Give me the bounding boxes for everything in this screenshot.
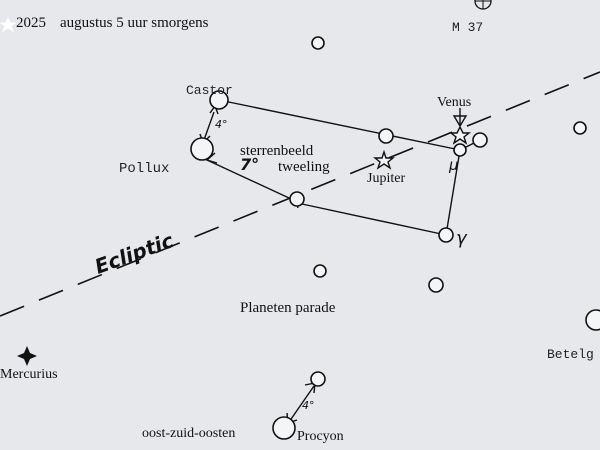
betelgeuse-label: Betelg	[547, 347, 594, 362]
constellation-label-line1: sterrenbeeld	[240, 143, 314, 159]
header-date-text: augustus 5 uur smorgens	[60, 15, 209, 31]
planet-parade-label: Planeten parade	[240, 300, 336, 316]
star-top	[311, 36, 325, 50]
star-betelgeuse	[585, 309, 600, 331]
header-year: 2025	[16, 15, 46, 31]
gamma-label: γ	[456, 228, 468, 249]
stars	[190, 36, 600, 440]
star-procyon-b	[310, 371, 326, 387]
mercurius-icon	[17, 346, 37, 366]
jupiter-label: Jupiter	[367, 171, 405, 186]
venus-label: Venus	[437, 95, 471, 110]
star-right-1	[472, 132, 488, 148]
ecliptic-label: Ecliptic	[92, 228, 177, 279]
angle-procyon-label: 4°	[302, 399, 315, 412]
star-procyon	[272, 416, 296, 440]
mu-label: μ	[448, 156, 459, 174]
star-lower-2	[428, 277, 444, 293]
header: 2025 augustus 5 uur smorgens	[0, 15, 209, 33]
header-star-icon	[0, 16, 17, 33]
star-mid	[378, 128, 394, 144]
m37-cluster-icon	[474, 0, 492, 10]
constellation-label-line2: tweeling	[278, 159, 330, 175]
star-far-right	[573, 121, 587, 135]
gemini-outline	[206, 99, 481, 236]
star-mu	[453, 143, 467, 157]
star-gamma	[438, 227, 454, 243]
procyon-label: Procyon	[297, 429, 344, 444]
star-pollux	[190, 137, 214, 161]
jupiter-icon	[373, 149, 395, 170]
ecliptic-line	[0, 71, 600, 317]
angle-castor-label: 4°	[215, 118, 228, 131]
venus-icon	[449, 125, 471, 145]
star-ecliptic-cross	[289, 191, 305, 207]
m37-label: M 37	[452, 20, 483, 35]
star-lower-1	[313, 264, 327, 278]
mercurius-label: Mercurius	[0, 367, 58, 382]
castor-label: Castor	[186, 83, 233, 98]
angle-gemini-label: 7°	[240, 155, 259, 174]
star-castor	[209, 90, 229, 110]
direction-label: oost-zuid-oosten	[142, 426, 235, 441]
pollux-label: Pollux	[119, 161, 169, 177]
